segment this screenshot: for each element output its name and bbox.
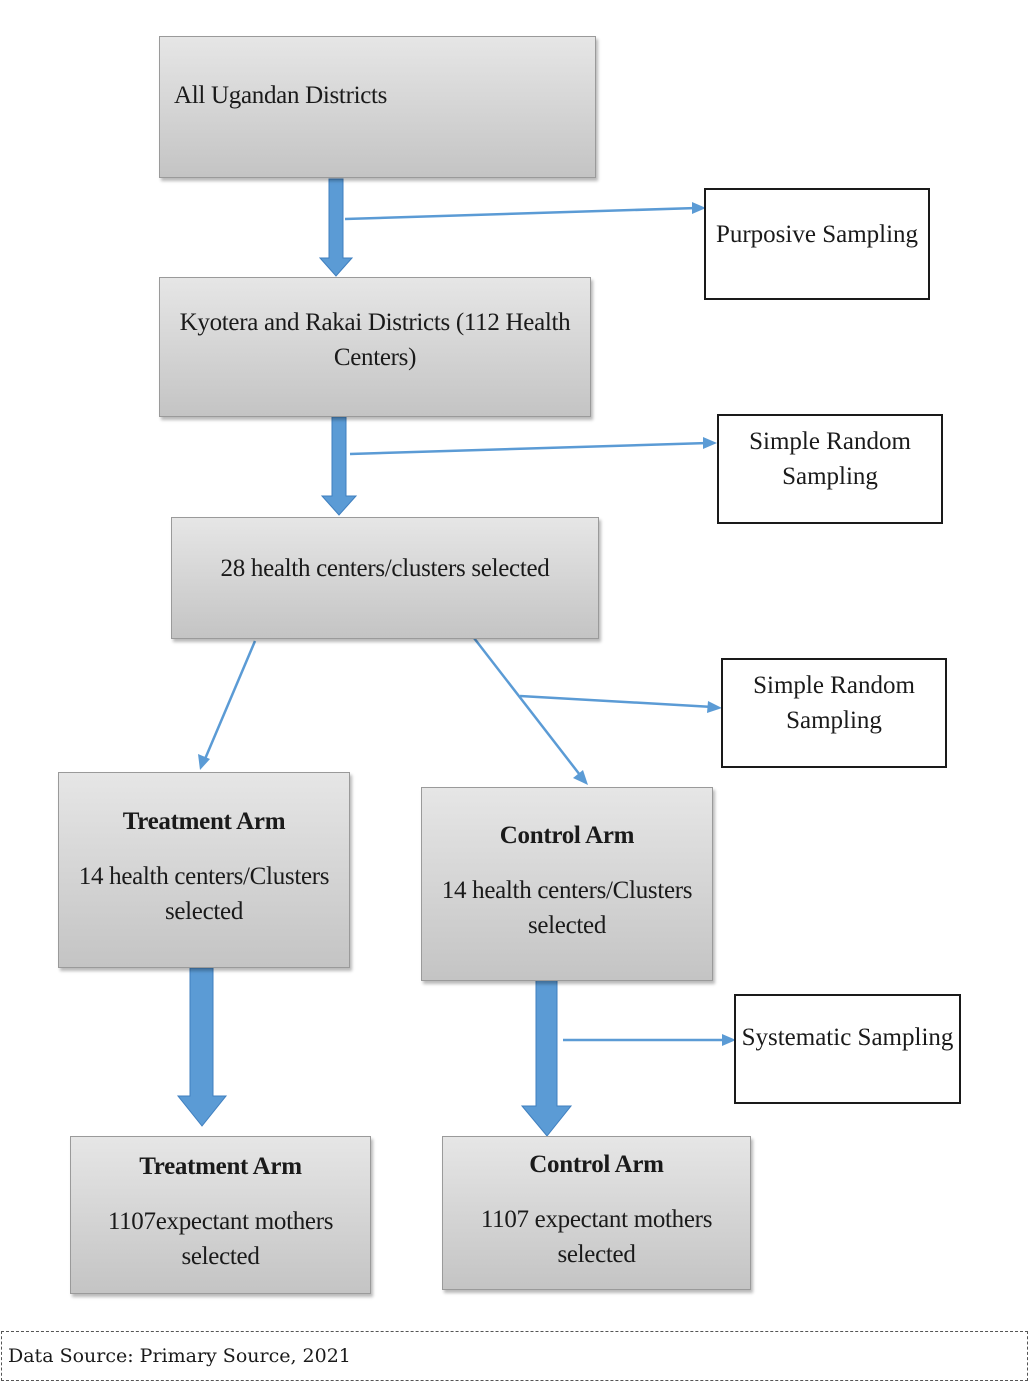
control-arm-mothers-line2: selected <box>557 1240 636 1268</box>
method-simple-random-1-line1: Simple Random <box>749 428 911 455</box>
method-purposive-label: Purposive Sampling <box>715 220 919 248</box>
method-simple-random-1: Simple Random Sampling <box>717 414 943 524</box>
arrowhead <box>692 202 706 214</box>
method-simple-random-2-line2: Sampling <box>786 707 882 734</box>
method-simple-random-2: Simple Random Sampling <box>721 658 947 768</box>
arrowhead <box>703 437 717 449</box>
box-control-arm-clusters: Control Arm 14 health centers/Clusters s… <box>421 787 713 981</box>
box-kyotera-rakai: Kyotera and Rakai Districts (112 Health … <box>159 277 591 417</box>
block-arrow-4 <box>520 976 573 1137</box>
control-arm-mothers-title: Control Arm <box>529 1150 664 1178</box>
arrowhead <box>722 1034 736 1046</box>
arrow-to-purposive <box>344 206 698 221</box>
control-arm-mothers-line1: 1107 expectant mothers <box>480 1205 713 1233</box>
treatment-arm-mothers-line1: 1107expectant mothers <box>107 1207 334 1235</box>
data-source-text: Data Source: Primary Source, 2021 <box>8 1345 351 1367</box>
method-systematic-label: Systematic Sampling <box>741 1023 954 1051</box>
control-arm-clusters-line2: selected <box>527 911 607 939</box>
box-treatment-arm-clusters: Treatment Arm 14 health centers/Clusters… <box>58 772 350 968</box>
arrow-to-control-arm <box>473 637 581 776</box>
treatment-arm-clusters-line2: selected <box>164 897 244 925</box>
block-arrow-3 <box>176 967 228 1127</box>
treatment-arm-mothers-title: Treatment Arm <box>139 1152 302 1180</box>
method-systematic-sampling: Systematic Sampling <box>734 994 961 1104</box>
treatment-arm-clusters-line1: 14 health centers/Clusters <box>78 862 330 890</box>
method-purposive-sampling: Purposive Sampling <box>704 188 930 300</box>
arrowhead <box>573 770 588 785</box>
box-kyotera-rakai-line1: Kyotera and Rakai Districts (112 Health <box>179 309 571 336</box>
control-arm-clusters-line1: 14 health centers/Clusters <box>441 876 693 904</box>
box-treatment-arm-mothers: Treatment Arm 1107expectant mothers sele… <box>70 1136 371 1294</box>
method-simple-random-1-line2: Sampling <box>782 463 878 490</box>
data-source-footer: Data Source: Primary Source, 2021 <box>1 1331 1028 1381</box>
control-arm-title: Control Arm <box>499 821 635 849</box>
block-arrow-2 <box>320 416 358 516</box>
box-all-districts: All Ugandan Districts <box>159 36 596 178</box>
box-28-selected: 28 health centers/clusters selected <box>171 517 599 639</box>
treatment-arm-mothers-line2: selected <box>181 1242 260 1270</box>
box-control-arm-mothers: Control Arm 1107 expectant mothers selec… <box>442 1136 751 1290</box>
box-kyotera-rakai-line2: Centers) <box>333 344 417 371</box>
block-arrow-1 <box>318 178 354 277</box>
arrow-to-simple-random-2 <box>519 694 714 709</box>
box-all-districts-label: All Ugandan Districts <box>174 81 388 109</box>
box-28-selected-label: 28 health centers/clusters selected <box>220 554 550 582</box>
method-simple-random-2-line1: Simple Random <box>753 672 915 699</box>
arrowhead <box>707 701 722 713</box>
treatment-arm-title: Treatment Arm <box>122 807 286 835</box>
arrow-to-treatment-arm <box>203 640 257 760</box>
arrow-to-simple-random-1 <box>349 441 709 456</box>
arrowhead <box>198 754 210 770</box>
